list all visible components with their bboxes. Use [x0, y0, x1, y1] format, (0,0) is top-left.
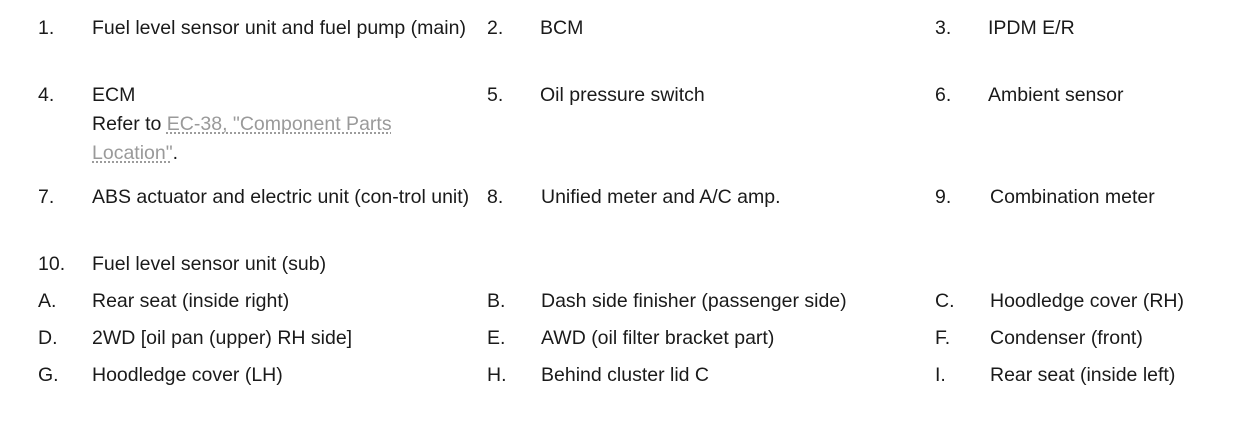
- reference-prefix: Refer to: [92, 113, 167, 135]
- item-label: AWD (oil filter bracket part): [541, 327, 775, 349]
- item-label: ECM: [92, 84, 136, 106]
- item-label: Combination meter: [990, 186, 1155, 208]
- item-number: H.: [487, 364, 507, 386]
- item-label: Fuel level sensor unit and fuel pump (ma…: [92, 17, 466, 39]
- item-label: Unified meter and A/C amp.: [541, 186, 781, 208]
- item-number: 6.: [935, 84, 952, 106]
- item-number: 1.: [38, 17, 55, 39]
- item-label: ABS actuator and electric unit (con-trol…: [92, 186, 470, 208]
- item-number: 4.: [38, 84, 55, 106]
- reference-line: Refer to EC-38, "Component Parts Locatio…: [92, 110, 472, 168]
- item-number: 9.: [935, 186, 952, 208]
- item-label: Hoodledge cover (LH): [92, 364, 283, 386]
- item-label: Behind cluster lid C: [541, 364, 709, 386]
- item-label: Rear seat (inside right): [92, 290, 290, 312]
- item-number: D.: [38, 327, 58, 349]
- item-number: I.: [935, 364, 946, 386]
- item-number: F.: [935, 327, 951, 349]
- item-number: 10.: [38, 253, 66, 275]
- item-label: IPDM E/R: [988, 17, 1075, 39]
- item-number: E.: [487, 327, 506, 349]
- item-number: B.: [487, 290, 506, 312]
- item-number: 8.: [487, 186, 504, 208]
- item-label: Dash side finisher (passenger side): [541, 290, 847, 312]
- item-label: Oil pressure switch: [540, 84, 705, 106]
- item-label: 2WD [oil pan (upper) RH side]: [92, 327, 353, 349]
- item-number: G.: [38, 364, 59, 386]
- item-label: Rear seat (inside left): [990, 364, 1176, 386]
- item-label: Ambient sensor: [988, 84, 1124, 106]
- item-number: C.: [935, 290, 955, 312]
- item-label: Condenser (front): [990, 327, 1143, 349]
- item-number: A.: [38, 290, 57, 312]
- reference-link[interactable]: EC-38, "Component Parts Location": [92, 113, 392, 164]
- item-label: Fuel level sensor unit (sub): [92, 253, 327, 275]
- item-number: 7.: [38, 186, 55, 208]
- item-number: 3.: [935, 17, 952, 39]
- item-label: Hoodledge cover (RH): [990, 290, 1185, 312]
- item-label: BCM: [540, 17, 584, 39]
- item-number: 2.: [487, 17, 504, 39]
- reference-suffix: .: [172, 142, 179, 164]
- item-number: 5.: [487, 84, 504, 106]
- item-label-group: ECM Refer to EC-38, "Component Parts Loc…: [92, 81, 472, 168]
